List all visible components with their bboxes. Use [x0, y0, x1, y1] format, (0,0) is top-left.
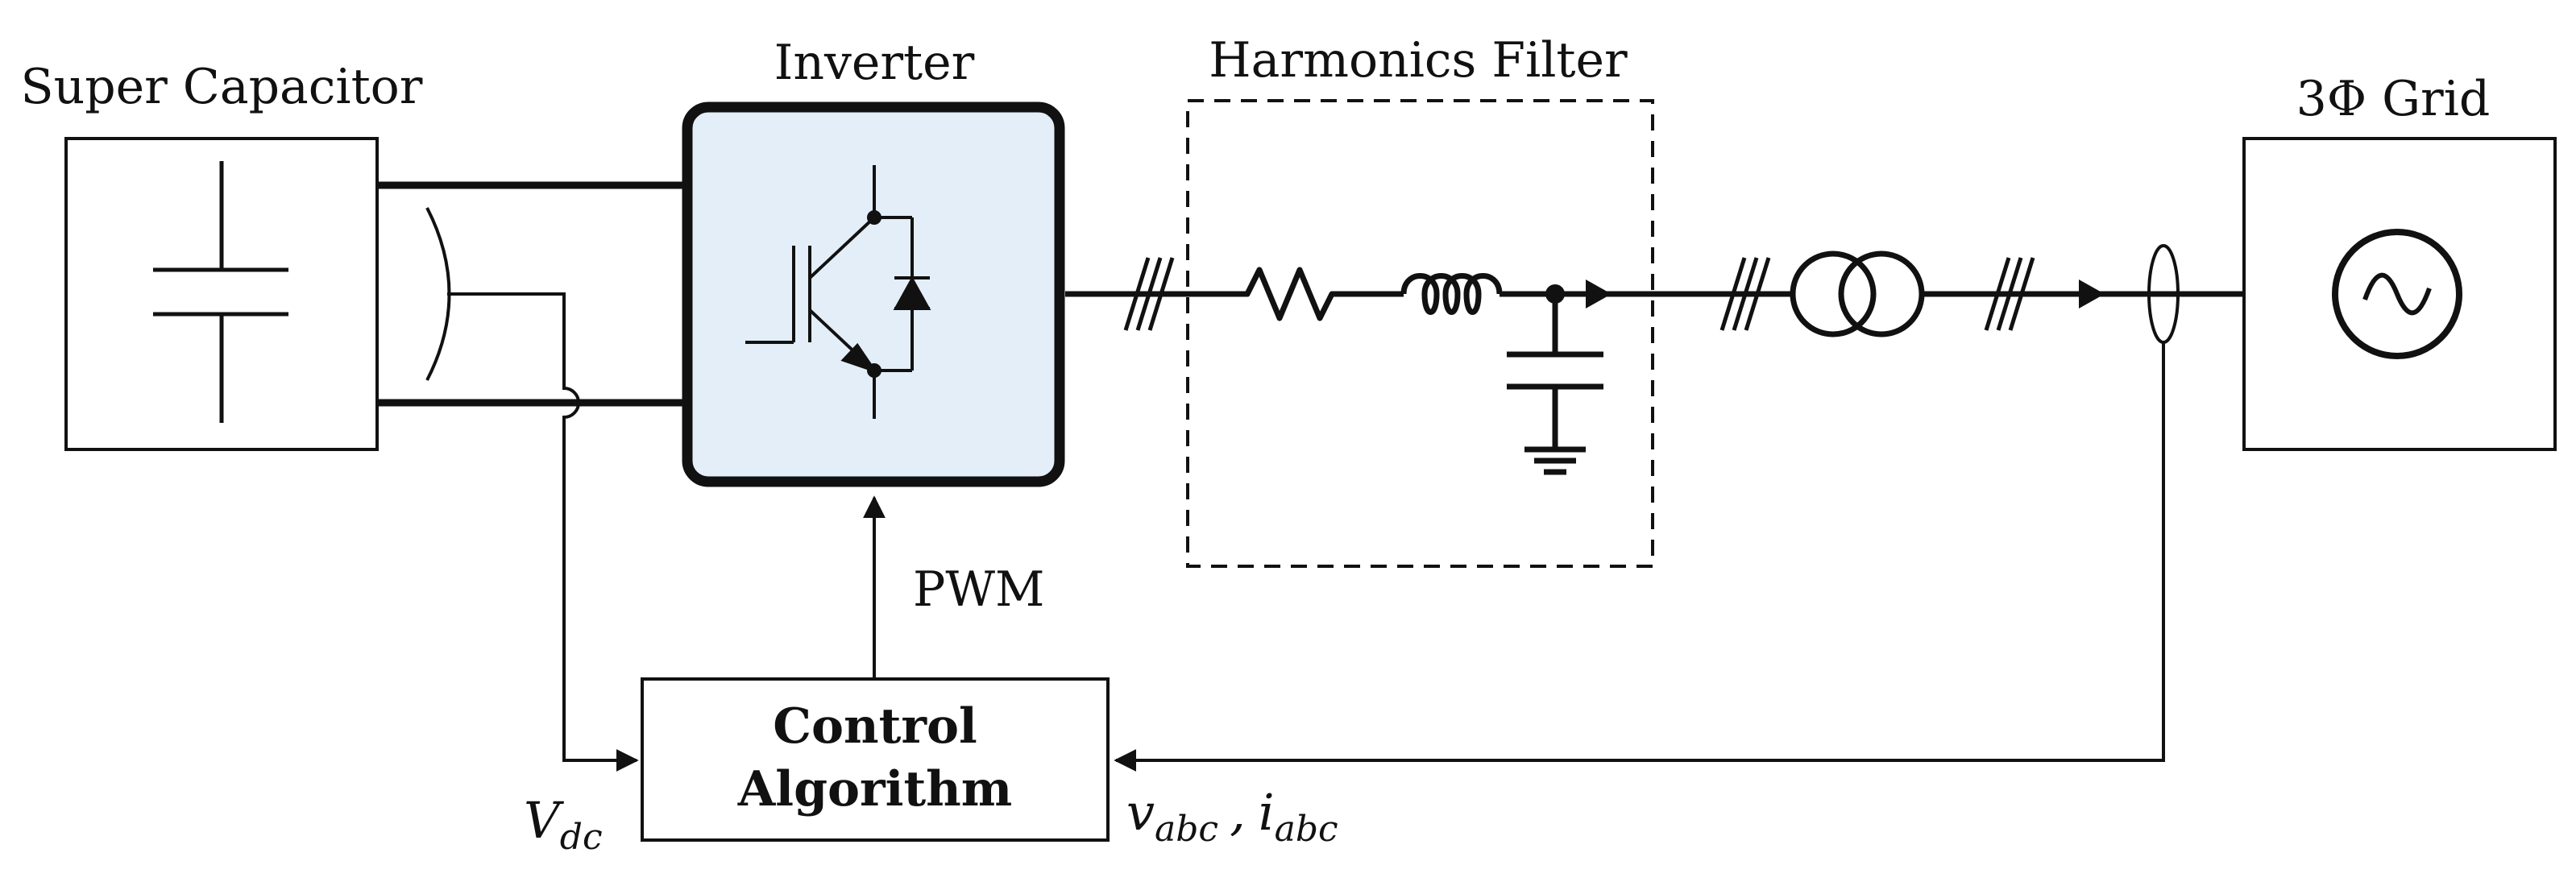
grid-label: 3Φ Grid	[2296, 71, 2491, 127]
v-sub: abc	[1155, 809, 1218, 850]
igbt-icon	[745, 165, 931, 419]
inverter-box	[682, 101, 1065, 487]
control-label-line2: Algorithm	[737, 761, 1013, 818]
control-algorithm-box	[641, 677, 1110, 842]
control-label-line1: Control	[773, 698, 977, 755]
grid-line-arrow	[2079, 279, 2105, 308]
filter-capacitor	[1507, 294, 1603, 447]
i-sub: abc	[1275, 809, 1338, 850]
filter-output-arrow	[1586, 279, 1612, 308]
vdc-sense-line	[447, 292, 639, 772]
capacitor-icon	[153, 161, 288, 423]
three-phase-marker	[1123, 257, 1175, 331]
inverter-label: Inverter	[774, 35, 975, 91]
harmonics-filter-box	[1186, 99, 1654, 568]
separator: ,	[1230, 783, 1246, 842]
three-phase-marker	[1719, 257, 1771, 331]
dc-voltage-probe	[425, 207, 451, 381]
super-capacitor-label: Super Capacitor	[21, 59, 423, 115]
vi-abc-label: vabc,iabc	[1126, 783, 1338, 850]
dc-bus	[377, 181, 685, 407]
v-main: v	[1126, 783, 1155, 842]
harmonics-filter-label: Harmonics Filter	[1209, 32, 1628, 89]
pwm-label: PWM	[913, 561, 1044, 618]
abc-sense-line	[1114, 342, 2165, 772]
i-main: i	[1259, 783, 1275, 842]
transformer-icon	[1790, 250, 1925, 337]
inductor-icon	[1400, 273, 1503, 315]
ground-icon	[1524, 446, 1586, 475]
vdc-label: Vdc	[524, 791, 603, 858]
three-phase-marker	[1984, 257, 2035, 331]
vdc-main: V	[524, 791, 565, 850]
vdc-sub: dc	[560, 817, 603, 858]
sine-wave	[2362, 272, 2432, 316]
resistor-icon	[1231, 267, 1339, 321]
